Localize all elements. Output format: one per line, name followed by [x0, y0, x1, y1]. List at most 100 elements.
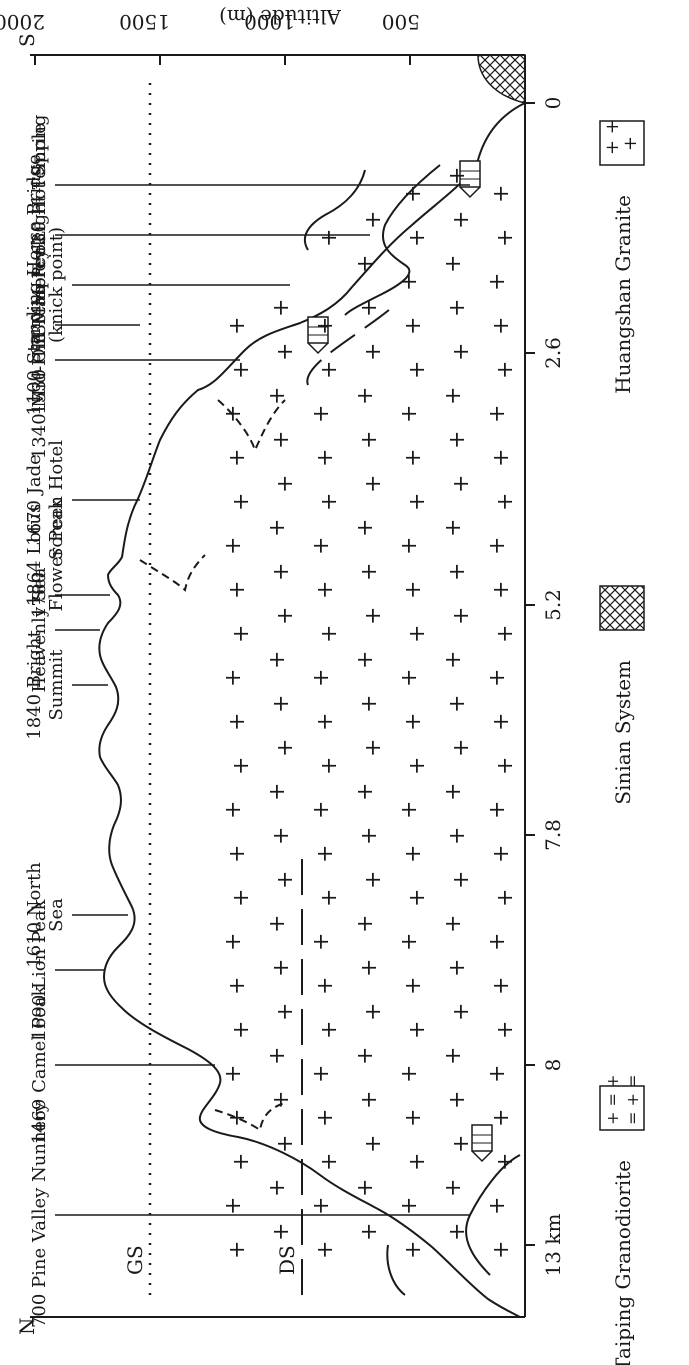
legend-sinian-label: Sinian System	[611, 660, 635, 805]
annotation-jade-screen: 1670 Jade Screen Hotel	[24, 440, 140, 560]
granite-plus: +	[309, 669, 334, 687]
svg-text:+: +	[620, 136, 641, 151]
svg-text:1840 Bright: 1840 Bright	[24, 630, 45, 740]
granite-plus: +	[229, 1021, 254, 1039]
granite-plus: +	[449, 475, 474, 493]
granite-plus: +	[361, 343, 386, 361]
svg-text:730 Mercy Light Temple: 730 Mercy Light Temple	[29, 123, 50, 347]
granite-plus: +	[225, 977, 250, 995]
granite-plus: +	[357, 959, 382, 977]
granite-symbols: + + + + + + + + + + + + + + + + + + + + + + + + + + + + + + + + + + + + + + + +…	[221, 167, 518, 1259]
granite-plus: +	[265, 783, 290, 801]
granite-plus: +	[309, 933, 334, 951]
granite-plus: +	[485, 405, 510, 423]
gs-label: GS	[123, 1245, 147, 1275]
granite-plus: +	[269, 1223, 294, 1241]
granite-plus: +	[493, 361, 518, 379]
granite-plus: +	[353, 519, 378, 537]
granite-plus: +	[361, 211, 386, 229]
temple-icon-midhill	[307, 316, 329, 355]
granite-plus: +	[405, 889, 430, 907]
granite-plus: +	[317, 229, 342, 247]
granite-plus: +	[441, 255, 466, 273]
svg-text:= + =: = + =	[623, 1075, 642, 1125]
granite-plus: +	[229, 757, 254, 775]
granite-plus: +	[269, 1091, 294, 1109]
dike-3	[214, 1102, 286, 1132]
granite-plus: +	[405, 625, 430, 643]
granite-plus: +	[489, 1109, 514, 1127]
granite-plus: +	[309, 801, 334, 819]
granite-plus: +	[353, 783, 378, 801]
granite-plus: +	[445, 167, 470, 185]
granite-plus: +	[485, 537, 510, 555]
granite-plus: +	[405, 229, 430, 247]
granite-plus: +	[489, 713, 514, 731]
svg-text:Summit: Summit	[46, 649, 67, 721]
granite-plus: +	[221, 405, 246, 423]
annotation-north-sea: 1610 North Sea	[24, 862, 128, 968]
granite-plus: +	[309, 537, 334, 555]
granite-plus: +	[225, 317, 250, 335]
granite-plus: +	[445, 827, 470, 845]
granite-plus: +	[229, 361, 254, 379]
legend-huangshan: + + + Huangshan Granite	[599, 119, 645, 394]
granite-plus: +	[229, 1153, 254, 1171]
svg-text:1340 Mid-Hill Temple: 1340 Mid-Hill Temple	[29, 261, 50, 459]
granite-plus: +	[353, 387, 378, 405]
granite-plus: +	[405, 1153, 430, 1171]
granite-plus: +	[441, 1047, 466, 1065]
annotation-lion: 1690 Lion Peak	[29, 898, 104, 1041]
legend-taiping: + = + = + = Taiping Granodiorite	[599, 1075, 645, 1365]
granite-plus: +	[229, 493, 254, 511]
granite-plus: +	[441, 1179, 466, 1197]
granite-plus: +	[485, 801, 510, 819]
svg-text:(knick point): (knick point)	[46, 227, 67, 343]
svg-text:Sea: Sea	[46, 898, 67, 932]
granite-plus: +	[405, 493, 430, 511]
granite-plus: +	[401, 449, 426, 467]
granite-plus: +	[445, 1091, 470, 1109]
granite-plus: +	[493, 889, 518, 907]
legend-huangshan-label: Huangshan Granite	[611, 195, 635, 394]
granite-plus: +	[225, 1109, 250, 1127]
granite-plus: +	[265, 651, 290, 669]
annotation-pine: 700 Pine Valley Nunnery	[29, 1101, 470, 1328]
x-tick-8: 8	[541, 1059, 565, 1072]
granite-plus: +	[221, 669, 246, 687]
granite-plus: +	[449, 343, 474, 361]
temple-icon-mercy	[459, 160, 481, 199]
granite-plus: +	[273, 607, 298, 625]
dike-2	[139, 554, 206, 592]
granite-plus: +	[405, 361, 430, 379]
granite-plus: +	[309, 1065, 334, 1083]
y-axis-label: Altitude (m)	[219, 5, 342, 29]
granite-plus: +	[273, 1003, 298, 1021]
x-tick-7-8: 7.8	[541, 819, 565, 851]
granite-plus: +	[313, 1241, 338, 1259]
granite-plus: +	[353, 255, 378, 273]
granite-plus: +	[221, 1065, 246, 1083]
granite-plus: +	[401, 845, 426, 863]
granite-plus: +	[357, 1223, 382, 1241]
granite-plus: +	[317, 1153, 342, 1171]
annotation-old-man: 1530 Old Man Peak	[29, 234, 140, 415]
granite-plus: +	[397, 669, 422, 687]
granite-plus: +	[221, 933, 246, 951]
granite-plus: +	[225, 449, 250, 467]
granite-plus: +	[273, 343, 298, 361]
mercy-curve	[344, 164, 441, 316]
temple-icon-pine	[471, 1124, 493, 1163]
granite-plus: +	[361, 475, 386, 493]
granite-plus: +	[357, 299, 382, 317]
granite-plus: +	[273, 475, 298, 493]
granite-plus: +	[489, 977, 514, 995]
granite-plus: +	[485, 273, 510, 291]
granite-plus: +	[397, 1197, 422, 1215]
granite-plus: +	[313, 845, 338, 863]
svg-text:Flower Peak: Flower Peak	[46, 497, 67, 611]
granite-plus: +	[221, 537, 246, 555]
